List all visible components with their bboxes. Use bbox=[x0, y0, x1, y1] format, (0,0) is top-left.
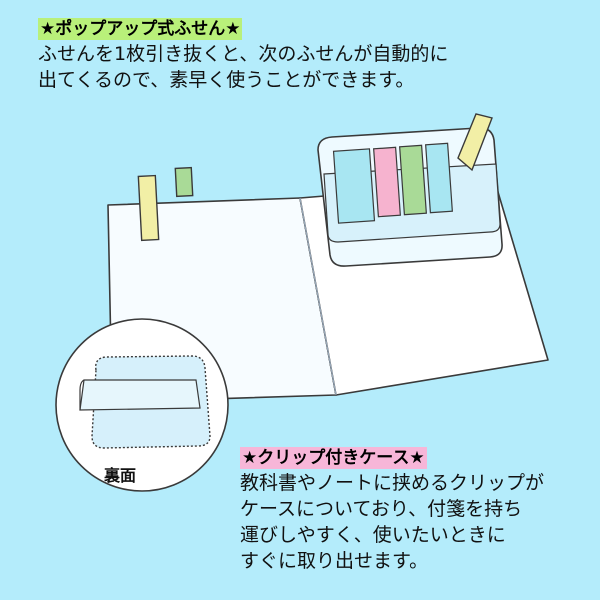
sticky-note-green-tab bbox=[174, 166, 194, 198]
clip-line-4: すぐに取り出せます。 bbox=[240, 550, 429, 572]
popup-line-2: 出てくるので、素早く使うことができます。 bbox=[38, 69, 415, 91]
sticky-case bbox=[317, 113, 503, 267]
sticky-note-yellow-tab bbox=[137, 174, 160, 242]
clip-line-1: 教科書やノートに挟めるクリップが bbox=[240, 472, 545, 494]
back-view-inset bbox=[55, 318, 229, 492]
popup-line-1: ふせんを1枚引き抜くと、次のふせんが自動的に bbox=[38, 43, 449, 65]
clip-line-3: 運びしやすく、使いたいときに bbox=[240, 524, 506, 546]
popup-heading: ★ポップアップ式ふせん★ bbox=[38, 18, 243, 40]
popup-sticky-description: ★ポップアップ式ふせん★ ふせんを1枚引き抜くと、次のふせんが自動的に 出てくる… bbox=[38, 18, 448, 92]
clip-heading: ★クリップ付きケース★ bbox=[240, 447, 427, 469]
back-side-label: 裏面 bbox=[104, 466, 137, 485]
clip-case-description: ★クリップ付きケース★ 教科書やノートに挟めるクリップが ケースについており、付… bbox=[240, 447, 544, 573]
clip-line-2: ケースについており、付箋を持ち bbox=[240, 498, 523, 520]
